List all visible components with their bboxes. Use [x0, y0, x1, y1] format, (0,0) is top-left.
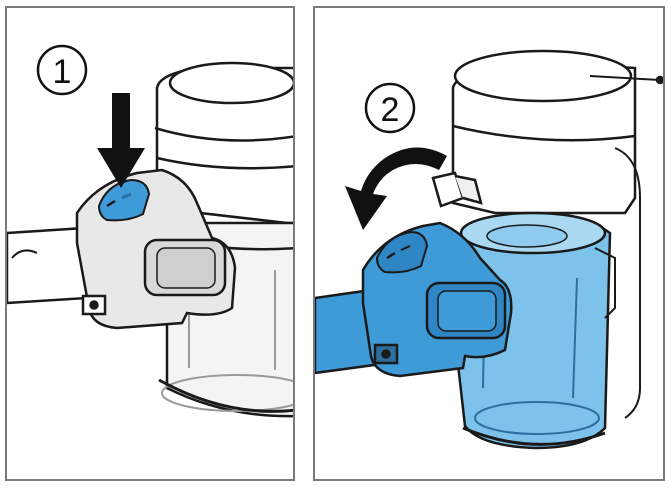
step-1-illustration: 1 — [7, 8, 295, 481]
step-2-panel: 2 — [313, 6, 665, 481]
release-button — [377, 232, 427, 272]
handle-tube — [7, 228, 87, 303]
step-2-badge: 2 — [366, 84, 414, 132]
curved-arrow-left-icon — [345, 147, 447, 230]
step-2-illustration: 2 — [315, 8, 665, 481]
step-1-number: 1 — [53, 53, 72, 91]
step-2-number: 2 — [381, 91, 400, 129]
step-1-panel: 1 — [5, 6, 295, 481]
step-1-badge: 1 — [38, 46, 86, 94]
